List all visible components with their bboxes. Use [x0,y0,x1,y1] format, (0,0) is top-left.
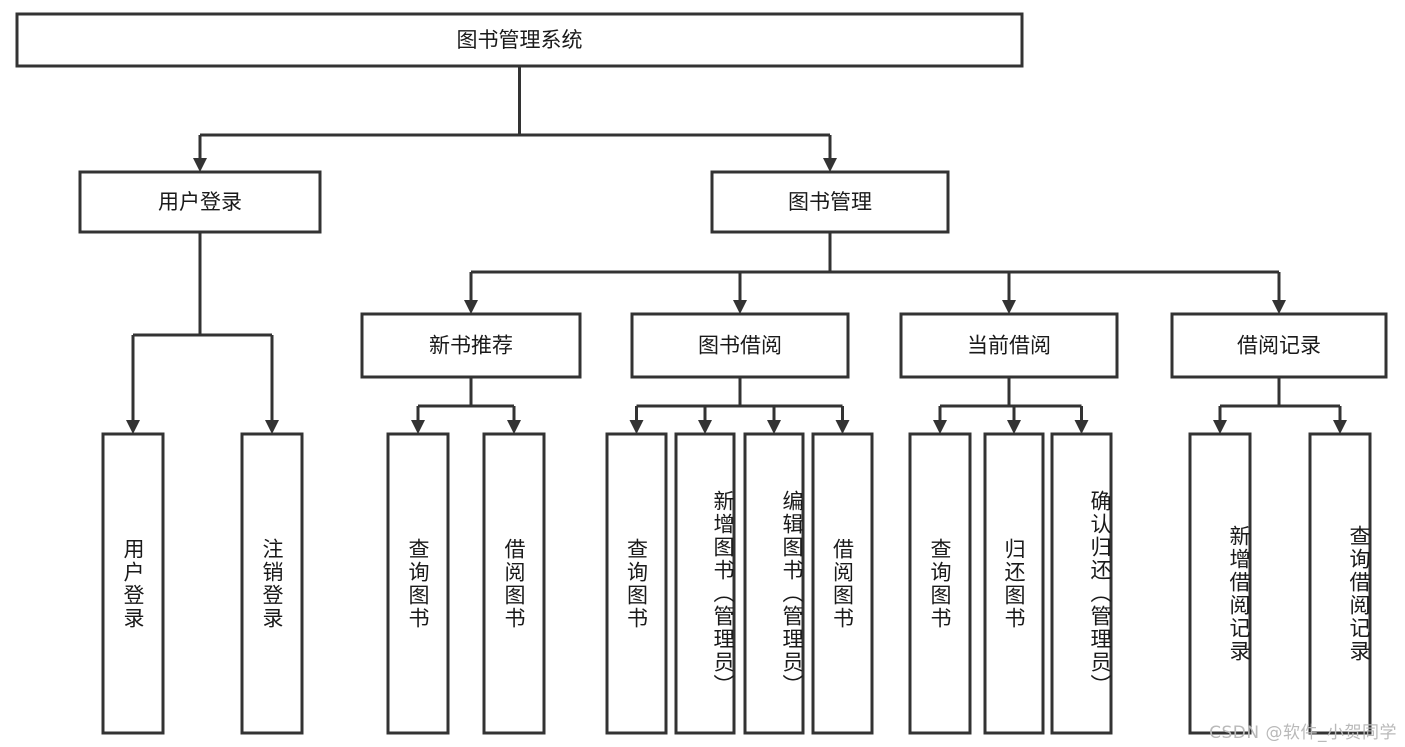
level2-0-connector-arrowhead [193,158,207,172]
node-level2-用户登录-rect[interactable] [78,170,322,234]
group-0-leaf-1-connector-arrowhead [507,420,521,434]
node-leaf-11-新增借阅记录[interactable] [1188,432,1252,735]
node-leaf-2-查询图书-rect[interactable] [386,432,450,735]
level2-1-connector-arrowhead [823,158,837,172]
node-leaf-8-查询图书[interactable] [908,432,972,735]
group-1-leaf-3-connector-arrowhead [835,420,850,434]
node-level2-图书管理-label: 图书管理 [788,190,872,214]
node-root-图书管理系统-rect[interactable] [15,12,1024,68]
node-leaf-10-确认归还（管理员）[interactable] [1050,432,1113,735]
csdn-watermark: CSDN @软件_小贺同学 [1209,723,1397,743]
node-level3-借阅记录[interactable]: 借阅记录 [1170,312,1388,379]
node-level2-图书管理-rect[interactable] [710,170,950,234]
level3-1-connector-arrowhead [733,300,747,314]
group-2-leaf-1-connector-arrowhead [1007,420,1021,434]
group-2-leaf-0-connector-arrowhead [933,420,947,434]
edges-layer [126,66,1347,434]
node-root-图书管理系统[interactable]: 图书管理系统 [15,12,1024,68]
level3-0-connector-arrowhead [464,300,478,314]
node-leaf-12-查询借阅记录[interactable] [1308,432,1372,735]
group-3-leaf-0-connector-arrowhead [1213,420,1227,434]
node-leaf-11-新增借阅记录-rect[interactable] [1188,432,1252,735]
node-leaf-0-用户登录-rect[interactable] [101,432,165,735]
group-3-leaf-1-connector-arrowhead [1333,420,1347,434]
node-level3-图书借阅[interactable]: 图书借阅 [630,312,850,379]
node-leaf-12-查询借阅记录-rect[interactable] [1308,432,1372,735]
node-leaf-0-用户登录[interactable] [101,432,165,735]
node-level3-新书推荐-rect[interactable] [360,312,582,379]
user-leaf-0-connector-arrowhead [126,420,140,434]
group-2-leaf-2-connector-arrowhead [1074,420,1089,434]
node-leaf-1-注销登录[interactable] [240,432,304,735]
node-level3-当前借阅-label: 当前借阅 [967,334,1051,358]
node-leaf-4-查询图书-rect[interactable] [605,432,668,735]
node-level2-用户登录[interactable]: 用户登录 [78,170,322,234]
node-leaf-2-查询图书[interactable] [386,432,450,735]
node-level3-借阅记录-label: 借阅记录 [1237,334,1321,358]
node-leaf-4-查询图书[interactable] [605,432,668,735]
level3-3-connector-arrowhead [1272,300,1286,314]
node-leaf-5-新增图书（管理员）[interactable] [674,432,736,735]
group-1-leaf-2-connector-arrowhead [767,420,781,434]
node-level3-新书推荐-label: 新书推荐 [429,334,513,358]
group-0-leaf-0-connector-arrowhead [411,420,425,434]
node-leaf-3-借阅图书[interactable] [482,432,546,735]
node-leaf-5-新增图书（管理员）-rect[interactable] [674,432,736,735]
node-level2-用户登录-label: 用户登录 [158,190,242,214]
node-leaf-10-确认归还（管理员）-rect[interactable] [1050,432,1113,735]
node-level3-当前借阅[interactable]: 当前借阅 [899,312,1119,379]
node-leaf-7-借阅图书-rect[interactable] [811,432,874,735]
node-leaf-6-编辑图书（管理员）[interactable] [743,432,805,735]
group-1-leaf-1-connector-arrowhead [698,420,712,434]
node-level3-图书借阅-rect[interactable] [630,312,850,379]
node-level2-图书管理[interactable]: 图书管理 [710,170,950,234]
node-leaf-9-归还图书-rect[interactable] [983,432,1045,735]
level3-2-connector-arrowhead [1002,300,1016,314]
node-leaf-1-注销登录-rect[interactable] [240,432,304,735]
node-leaf-9-归还图书[interactable] [983,432,1045,735]
node-leaf-8-查询图书-rect[interactable] [908,432,972,735]
node-leaf-6-编辑图书（管理员）-rect[interactable] [743,432,805,735]
node-leaf-7-借阅图书[interactable] [811,432,874,735]
group-1-leaf-0-connector-arrowhead [629,420,644,434]
user-leaf-1-connector-arrowhead [265,420,279,434]
node-root-图书管理系统-label: 图书管理系统 [457,28,583,52]
node-leaf-3-借阅图书-rect[interactable] [482,432,546,735]
node-level3-借阅记录-rect[interactable] [1170,312,1388,379]
node-level3-新书推荐[interactable]: 新书推荐 [360,312,582,379]
node-level3-当前借阅-rect[interactable] [899,312,1119,379]
node-level3-图书借阅-label: 图书借阅 [698,334,782,358]
